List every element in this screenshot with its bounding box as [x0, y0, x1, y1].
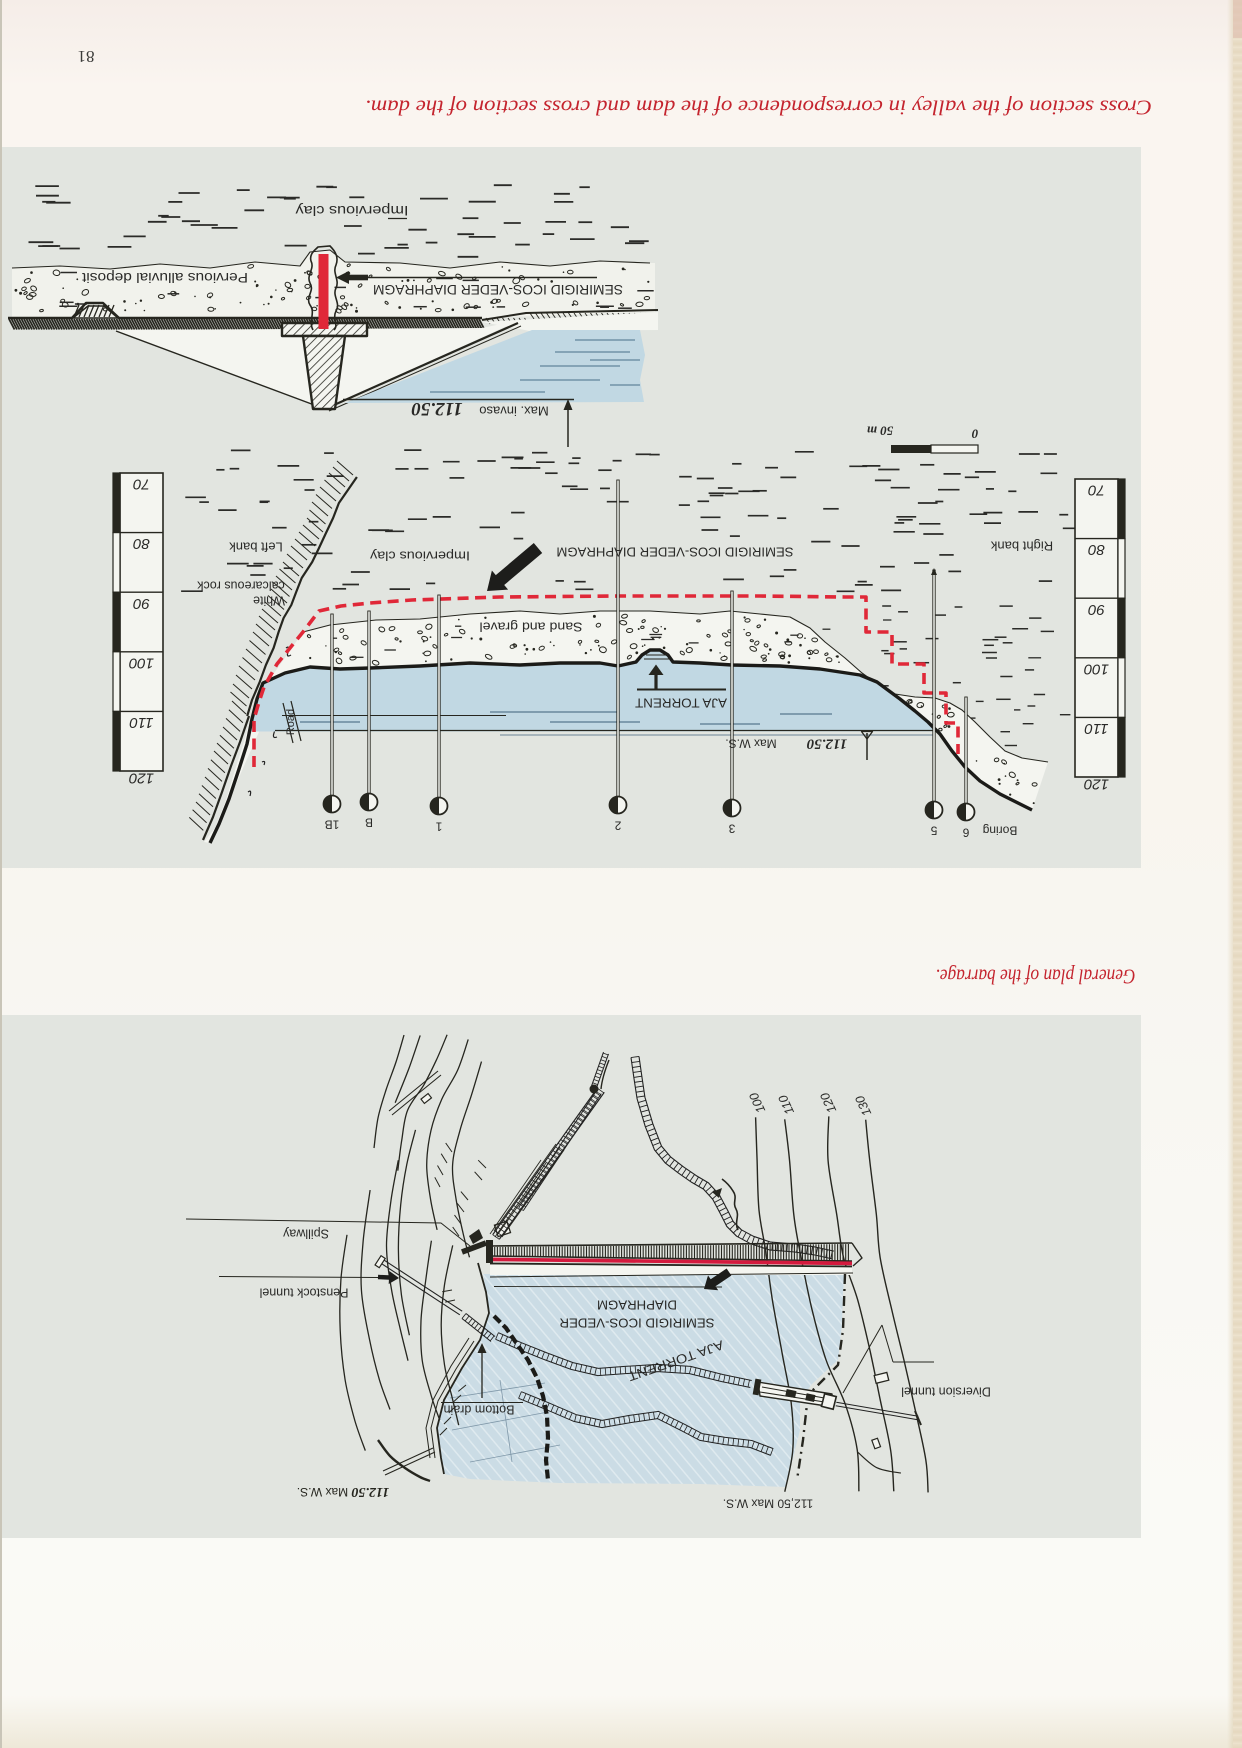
svg-text:Spillway: Spillway [282, 1227, 329, 1241]
svg-text:100: 100 [1083, 660, 1109, 677]
svg-text:Bottom drain: Bottom drain [444, 1403, 515, 1417]
svg-text:AJA TORRENT: AJA TORRENT [635, 695, 727, 710]
svg-text:Diversion tunnel: Diversion tunnel [901, 1385, 991, 1399]
svg-text:Sand and gravel: Sand and gravel [480, 620, 583, 634]
svg-text:112.50: 112.50 [806, 736, 847, 752]
svg-text:90: 90 [133, 595, 150, 612]
svg-text:SEMIRIGID ICOS-VEDER: SEMIRIGID ICOS-VEDER [560, 1316, 715, 1330]
svg-text:3: 3 [728, 822, 735, 836]
svg-text:calcareous rock: calcareous rock [196, 579, 284, 593]
svg-text:70: 70 [133, 476, 150, 493]
svg-text:5: 5 [930, 824, 937, 838]
svg-text:Max W.S.: Max W.S. [725, 737, 776, 751]
svg-text:50 m: 50 m [867, 423, 893, 438]
svg-text:112.50 Max W.S.: 112.50 Max W.S. [297, 1484, 389, 1499]
svg-text:Boring: Boring [983, 824, 1018, 838]
svg-text:1B: 1B [325, 818, 340, 832]
svg-text:Impervious clay: Impervious clay [369, 548, 470, 563]
svg-text:6: 6 [962, 826, 969, 840]
svg-text:SEMIRIGID ICOS-VEDER DIAPHRAGM: SEMIRIGID ICOS-VEDER DIAPHRAGM [373, 282, 623, 297]
svg-text:110: 110 [1084, 720, 1109, 737]
svg-text:Max. invaso: Max. invaso [479, 403, 548, 418]
svg-text:81: 81 [78, 47, 95, 66]
svg-text:80: 80 [133, 535, 150, 552]
svg-text:White: White [253, 594, 285, 608]
svg-text:120: 120 [128, 770, 154, 787]
svg-text:70: 70 [1088, 482, 1105, 499]
svg-text:Cross section of the valley in: Cross section of the valley in correspon… [365, 95, 1152, 119]
svg-text:General plan of the barrage.: General plan of the barrage. [936, 964, 1136, 988]
svg-text:Road: Road [285, 709, 297, 735]
svg-text:0: 0 [971, 426, 978, 441]
svg-text:112,50 Max W.S.: 112,50 Max W.S. [723, 1497, 814, 1511]
svg-text:2: 2 [614, 819, 621, 833]
svg-text:110: 110 [129, 714, 154, 731]
svg-text:120: 120 [1083, 776, 1109, 793]
svg-text:Right bank: Right bank [990, 538, 1053, 553]
svg-text:Left bank: Left bank [229, 539, 283, 554]
svg-text:1: 1 [435, 820, 442, 834]
svg-text:Pervious alluvial deposit: Pervious alluvial deposit [82, 270, 248, 285]
svg-text:B: B [365, 816, 373, 830]
svg-text:Impervious clay: Impervious clay [295, 203, 408, 218]
svg-text:112.50: 112.50 [411, 398, 463, 419]
svg-text:Penstock tunnel: Penstock tunnel [260, 1286, 349, 1300]
svg-text:90: 90 [1088, 601, 1105, 618]
svg-text:100: 100 [128, 654, 154, 671]
svg-text:DIAPHRAGM: DIAPHRAGM [597, 1298, 677, 1312]
svg-text:80: 80 [1088, 541, 1105, 558]
svg-text:SEMIRIGID ICOS-VEDER DIAPHRAGM: SEMIRIGID ICOS-VEDER DIAPHRAGM [557, 544, 794, 559]
